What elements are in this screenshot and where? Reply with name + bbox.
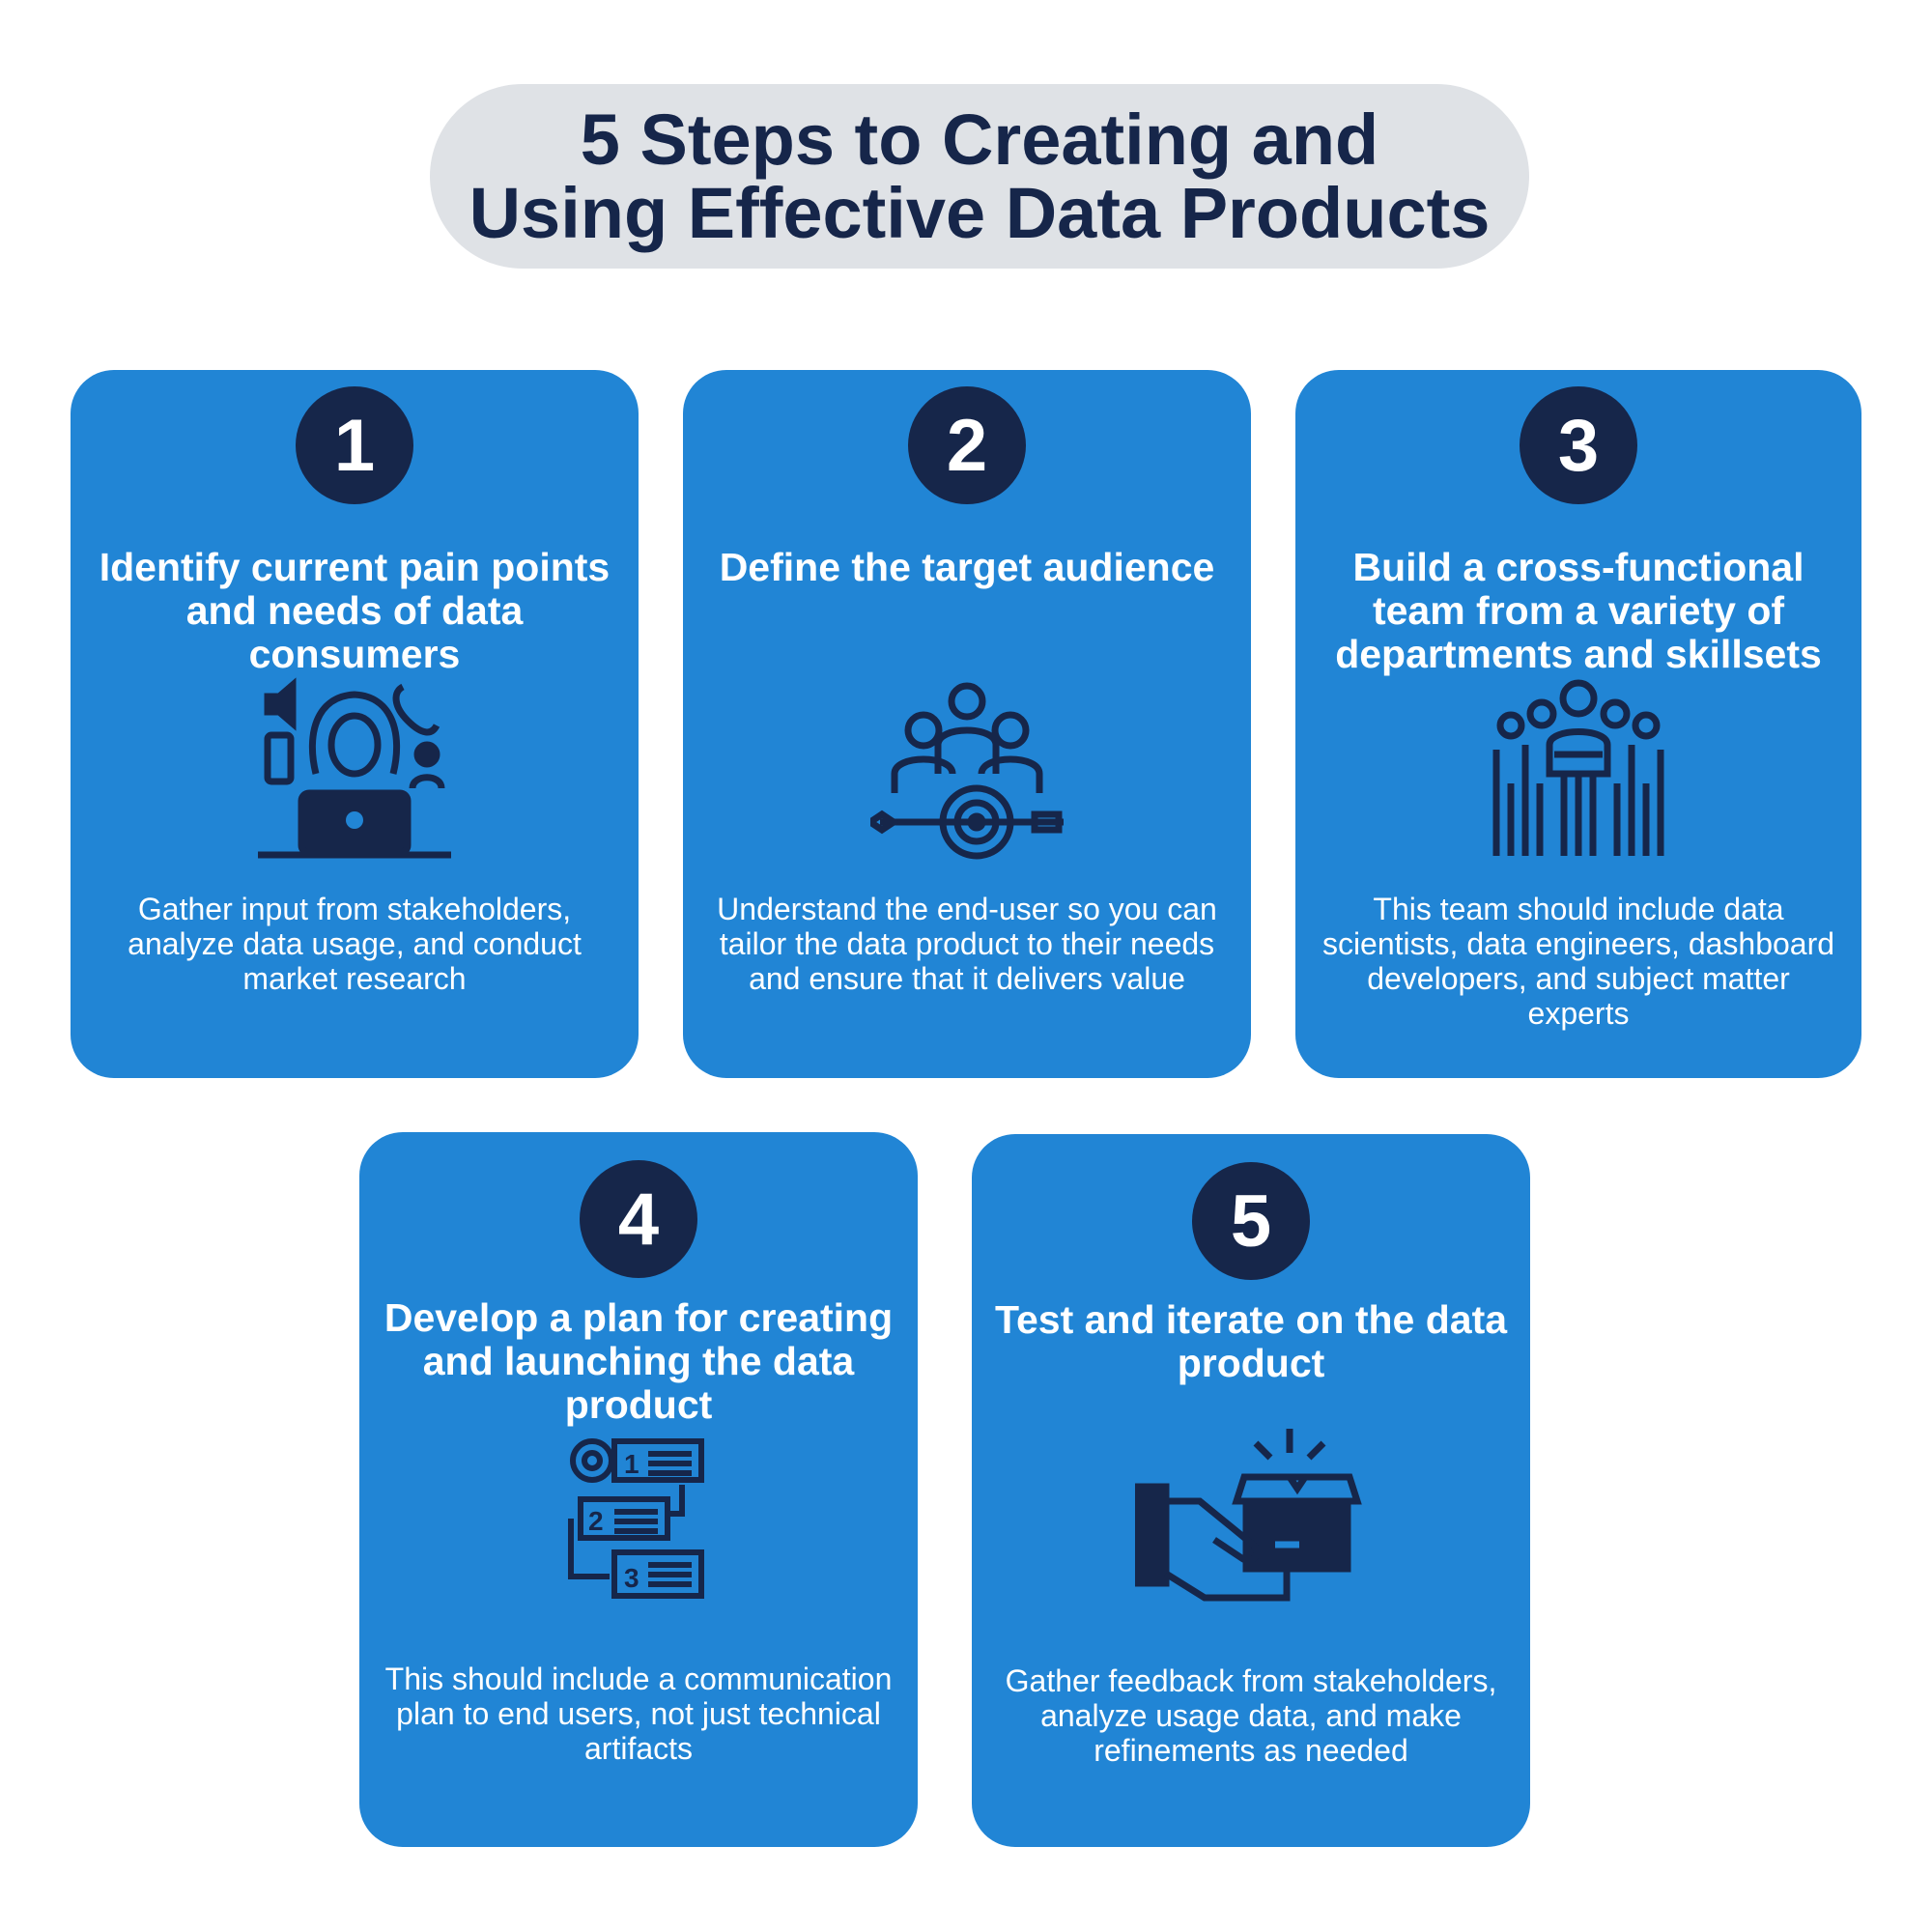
step-card-2: 2 Define the target audience Understand … — [683, 370, 1251, 1078]
step-card-5: 5 Test and iterate on the data product G… — [972, 1134, 1530, 1847]
plan-steps-icon: 1 2 3 — [542, 1427, 735, 1610]
svg-text:3: 3 — [624, 1563, 639, 1593]
team-group-icon — [1482, 677, 1675, 861]
step-description: Gather feedback from stakeholders, analy… — [1005, 1663, 1497, 1768]
step-card-3: 3 Build a cross-functional team from a v… — [1295, 370, 1861, 1078]
svg-text:2: 2 — [588, 1506, 604, 1536]
step-number-badge: 2 — [908, 386, 1026, 504]
step-heading: Identify current pain points and needs o… — [99, 545, 611, 676]
title-line-2: Using Effective Data Products — [469, 172, 1491, 253]
step-heading: Develop a plan for creating and launchin… — [384, 1295, 894, 1427]
step-description: This team should include data scientists… — [1321, 892, 1835, 1031]
step-number-badge: 4 — [580, 1160, 697, 1278]
step-description: This should include a communication plan… — [384, 1662, 893, 1766]
step-number-badge: 1 — [296, 386, 413, 504]
step-card-4: 4 Develop a plan for creating and launch… — [359, 1132, 918, 1847]
hand-product-box-icon — [1133, 1429, 1367, 1612]
step-description: Gather input from stakeholders, analyze … — [128, 892, 582, 996]
step-description: Understand the end-user so you can tailo… — [717, 892, 1217, 996]
step-heading: Define the target audience — [719, 545, 1215, 589]
step-number-badge: 3 — [1520, 386, 1637, 504]
step-heading: Test and iterate on the data product — [994, 1297, 1508, 1385]
step-card-1: 1 Identify current pain points and needs… — [71, 370, 639, 1078]
title-line-1: 5 Steps to Creating and — [580, 99, 1379, 180]
step-number-badge: 5 — [1192, 1162, 1310, 1280]
svg-text:1: 1 — [624, 1449, 639, 1479]
stressed-person-laptop-icon — [258, 677, 451, 861]
target-audience-icon — [864, 677, 1064, 861]
step-heading: Build a cross-functional team from a var… — [1335, 545, 1822, 676]
